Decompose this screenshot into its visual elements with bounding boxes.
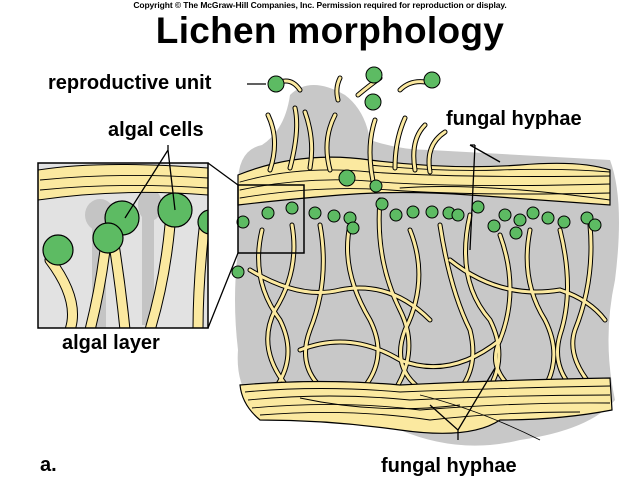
inset-connector-lines: [207, 162, 239, 329]
leader-lines: [124, 83, 501, 440]
medulla-hyphae: [247, 197, 608, 398]
label-reproductive-unit: reproductive unit: [48, 72, 212, 94]
lower-cortex-hyphae: [239, 377, 613, 441]
algal-cells-main: [231, 169, 602, 279]
label-algal-cells: algal cells: [108, 119, 204, 141]
label-algal-layer: algal layer: [62, 332, 160, 354]
panel-letter: a.: [40, 454, 57, 476]
algal-layer-inset: [37, 162, 209, 329]
inset-source-box: [237, 184, 305, 254]
label-fungal-hyphae-lower: fungal hyphae: [381, 455, 517, 477]
reproductive-units: [267, 66, 441, 111]
diagram-title: Lichen morphology: [155, 10, 505, 51]
inset-algal-cells: [42, 192, 208, 266]
copyright-notice: Copyright © The McGraw-Hill Companies, I…: [133, 0, 507, 10]
label-fungal-hyphae-upper: fungal hyphae: [446, 108, 582, 130]
